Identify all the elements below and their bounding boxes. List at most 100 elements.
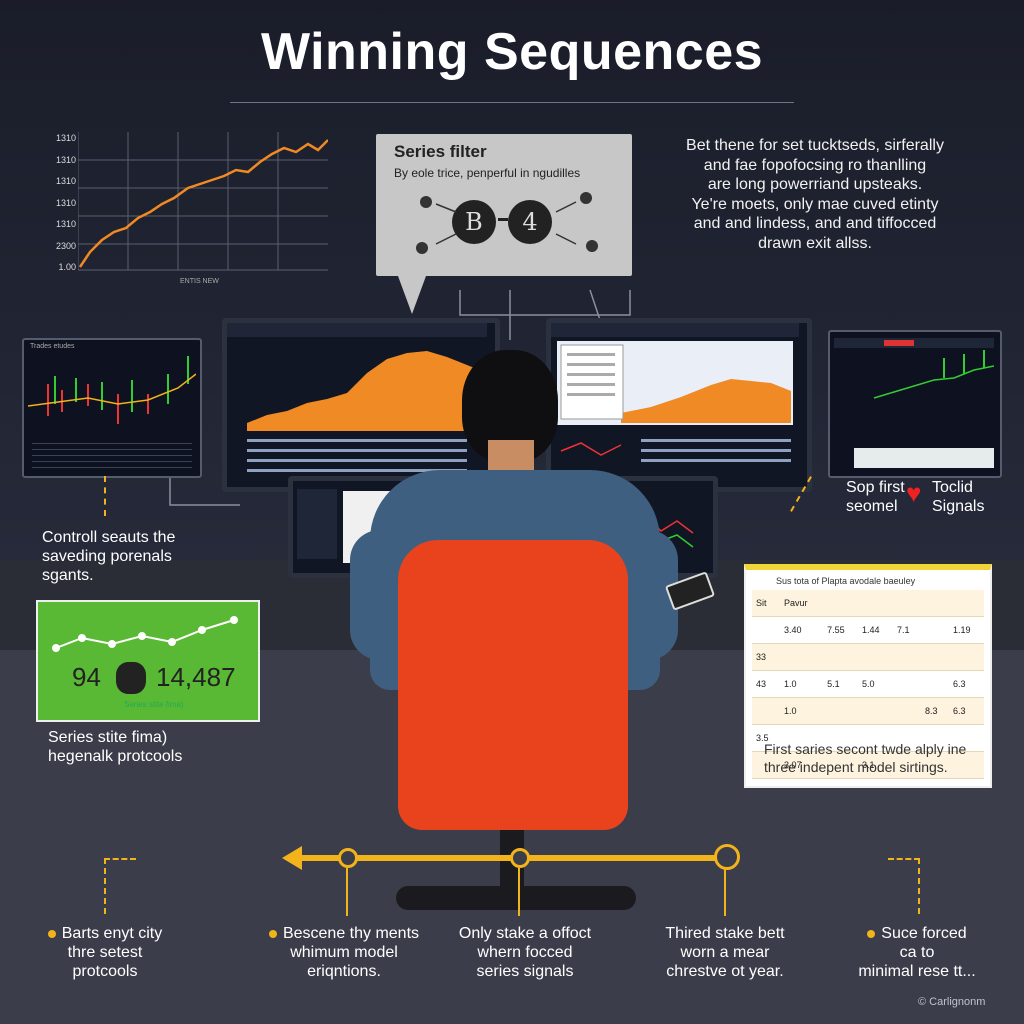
table-cell: [780, 724, 824, 752]
timeline-stem: [346, 868, 348, 916]
text-line: sgants.: [42, 567, 94, 584]
table-cell: [892, 724, 921, 752]
green-stats-card: 94 14,487 Series stite fima): [36, 600, 260, 722]
area-chart-right: [551, 323, 799, 462]
table-cell: 7.1: [892, 616, 921, 644]
text-line: whern focced: [477, 944, 573, 961]
title-divider: [230, 102, 794, 103]
table-cell: 5.1: [823, 670, 859, 698]
table-cell: [921, 616, 950, 644]
stat-left-value: 94: [72, 662, 101, 692]
table-cell: 6.3: [949, 670, 984, 698]
table-cell: [858, 697, 893, 725]
ytick: 1310: [55, 176, 76, 186]
table-cell: [823, 697, 859, 725]
table-cell: 6.3: [949, 697, 984, 725]
table-cell: 3.07: [780, 751, 824, 779]
table-cell: 43: [752, 670, 781, 698]
bottom-item-3: Only stake a offoct whern focced series …: [440, 924, 610, 981]
text-line: Signals: [932, 498, 985, 515]
text-line: Controll seauts the: [42, 529, 176, 546]
text-line: Bescene thy ments: [282, 925, 420, 942]
table-cell: [892, 590, 921, 617]
timeline-node: [714, 844, 740, 870]
area-chart-left: [227, 323, 487, 472]
line-chart-plot: [78, 132, 328, 271]
x-axis-label: ENTIS NEW: [180, 278, 219, 285]
right-trading-panel: [828, 330, 1002, 478]
text-line: Bet thene for set tucktseds, sirferally: [686, 137, 944, 154]
text-line: eriqntions.: [307, 963, 381, 980]
table-cell: [752, 697, 781, 725]
green-caption: Series stite fima) hegenalk protcools: [48, 728, 268, 766]
text-line: Ye're moets, only mae cuved etinty: [691, 195, 939, 213]
chair-base: [396, 886, 636, 910]
timeline-stem: [518, 868, 520, 916]
text-line: are long powerriand upsteaks.: [707, 176, 923, 193]
panel-title: Trades etudes: [30, 343, 75, 350]
guide-dash: [104, 858, 136, 860]
table-cell: [921, 643, 950, 671]
series-filter-title: Series filter: [394, 142, 487, 161]
table-cell: [823, 643, 859, 671]
sheet-title: Sus tota of Plapta avodale baeuley: [776, 576, 916, 586]
series-filter-card: Series filter By eole trice, penperful i…: [376, 134, 632, 276]
text-line: ca to: [899, 944, 935, 961]
text-line: worn a mear: [680, 944, 770, 961]
table-cell: [892, 751, 921, 779]
monitor-right: [546, 318, 812, 492]
ytick: 1310: [55, 219, 76, 229]
bullet-icon: [47, 929, 56, 938]
bottom-item-4: Thired stake bett worn a mear chrestve o…: [640, 924, 810, 981]
bullet-icon: [867, 929, 876, 938]
table-cell: [858, 724, 893, 752]
connector-lines: [169, 289, 631, 506]
text-line: Thired stake bett: [665, 925, 785, 942]
text-line: protcools: [72, 963, 138, 980]
candlestick-chart: [28, 356, 196, 424]
series-filter-subtitle: By eole trice, penperful in ngudilles: [394, 166, 581, 180]
ytick: 2300: [55, 240, 76, 251]
table-cell: [858, 590, 893, 617]
text-line: Toclid: [932, 479, 973, 496]
right-panel-chart: [834, 338, 994, 468]
top-line-chart: 1310 1310 1310 1310 1310 2300 1.00 ENTIS…: [40, 128, 330, 288]
table-cell: [921, 590, 950, 617]
table-cell: 1.0: [780, 697, 824, 725]
badge-connector: [498, 218, 508, 221]
arrows-icon: [416, 192, 598, 254]
stat-right-value: 14,487: [156, 662, 236, 692]
timeline-node: [510, 848, 530, 868]
text-line: Series stite fima): [48, 729, 168, 746]
table-cell: [780, 643, 824, 671]
table-row: 3.07 3.1: [752, 751, 984, 779]
text-line: Suce forced: [881, 925, 967, 942]
laptop-sidebar: [297, 489, 337, 559]
table-cell: [858, 643, 893, 671]
table-row: 3.5: [752, 724, 984, 752]
badge-4: 4: [508, 200, 552, 244]
table-cell: 3.1: [858, 751, 893, 779]
monitor-left: [222, 318, 500, 492]
table-row: 33: [752, 643, 984, 671]
table-cell: [949, 590, 984, 617]
table-cell: [921, 751, 950, 779]
bottom-item-1: Barts enyt city thre setest protcools: [30, 924, 180, 981]
text-line: three indepent model sirtings.: [764, 759, 948, 775]
text-line: chrestve ot year.: [666, 963, 784, 980]
table-cell: 7.55: [823, 616, 859, 644]
text-line: Barts enyt city: [61, 925, 163, 942]
text-line: hegenalk protcools: [48, 748, 183, 765]
table-cell: [892, 643, 921, 671]
card-footer: Series stite fima): [124, 700, 184, 709]
text-line: First saries secont twde alply ine: [764, 741, 967, 757]
mascot-icon: [116, 662, 146, 694]
timeline-arrow-icon: [282, 846, 302, 870]
bottom-item-2: Bescene thy ments whimum model eriqntion…: [254, 924, 434, 981]
speech-bubble-tail: [398, 276, 426, 314]
